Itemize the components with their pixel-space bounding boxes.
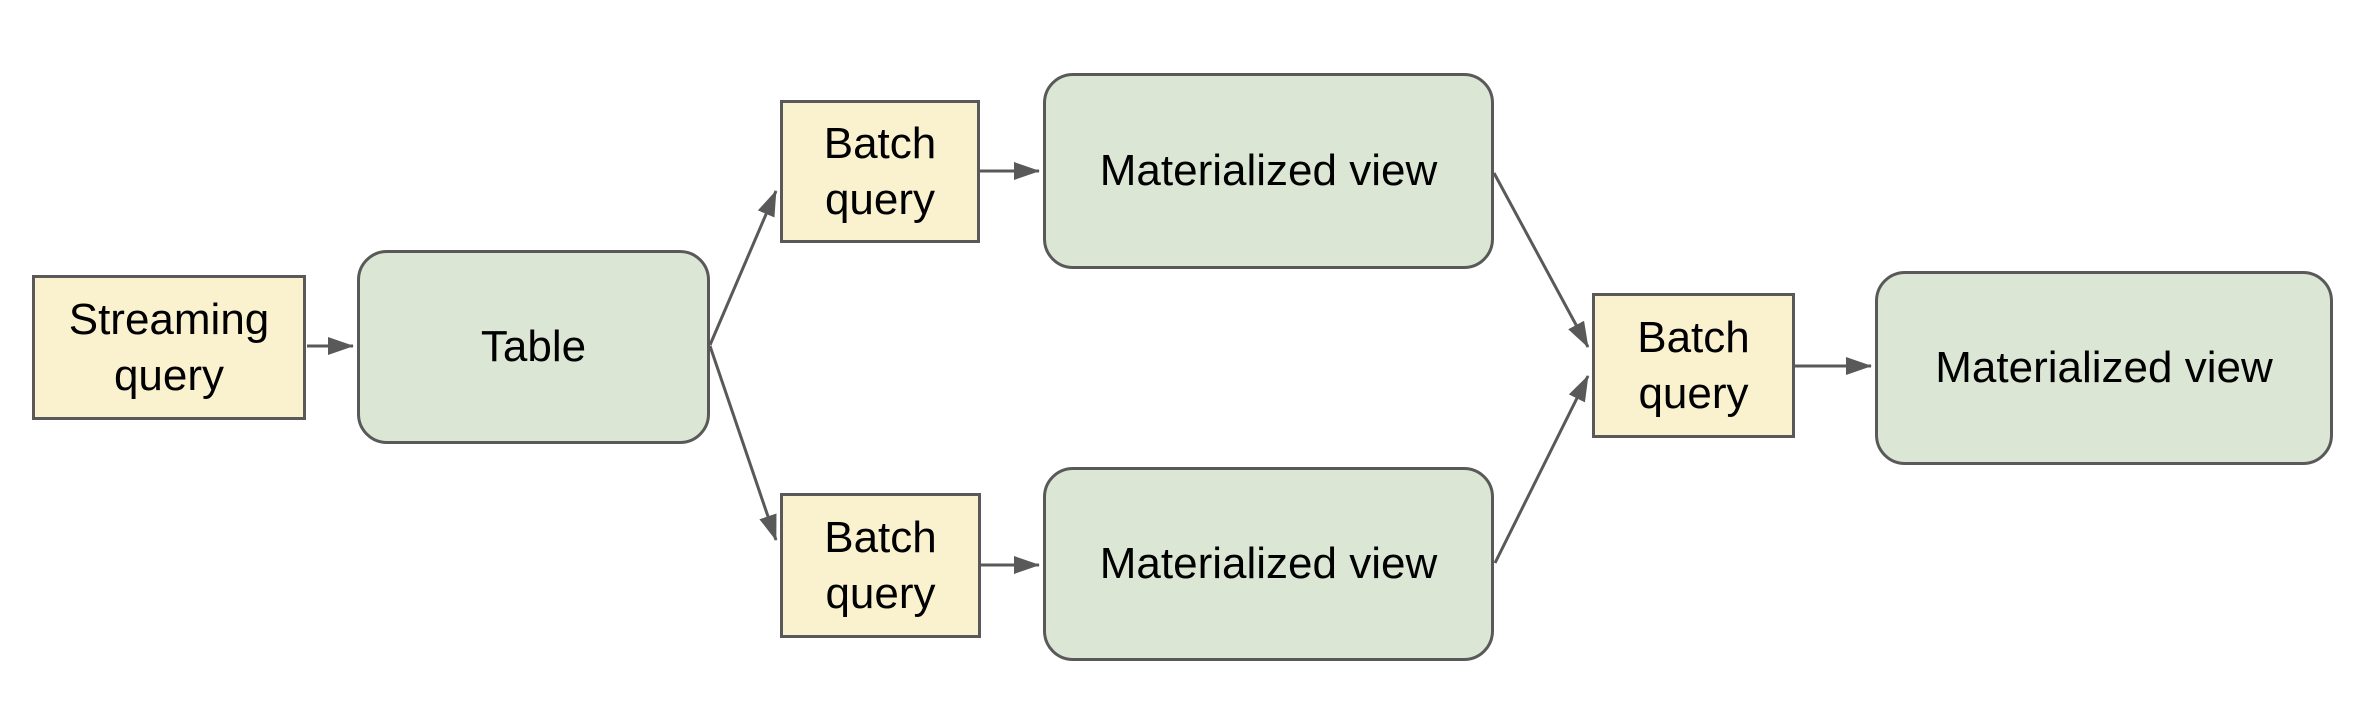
node-table: Table	[357, 250, 710, 444]
node-batch-query-bottom: Batch query	[780, 493, 981, 638]
connector-table-to-batch-bottom	[708, 345, 778, 541]
node-materialized-view-final-label: Materialized view	[1935, 343, 2273, 392]
node-streaming-query: Streaming query	[32, 275, 306, 420]
node-materialized-view-final: Materialized view	[1875, 271, 2333, 465]
node-batch-query-top-label: Batch query	[823, 118, 937, 224]
node-batch-query-final: Batch query	[1592, 293, 1795, 438]
connector-mv-bottom-to-batch-final	[1493, 375, 1590, 564]
connector-mv-top-to-batch-final	[1492, 172, 1590, 348]
node-materialized-view-bottom: Materialized view	[1043, 467, 1494, 661]
connector-table-to-batch-top	[708, 190, 778, 346]
node-table-label: Table	[480, 322, 587, 371]
node-batch-query-bottom-label: Batch query	[824, 512, 937, 618]
node-batch-query-top: Batch query	[780, 100, 980, 243]
node-materialized-view-top-label: Materialized view	[1099, 146, 1438, 195]
node-streaming-query-label: Streaming query	[68, 294, 270, 400]
node-materialized-view-bottom-label: Materialized view	[1099, 539, 1438, 588]
node-batch-query-final-label: Batch query	[1637, 312, 1750, 418]
node-materialized-view-top: Materialized view	[1043, 73, 1494, 269]
